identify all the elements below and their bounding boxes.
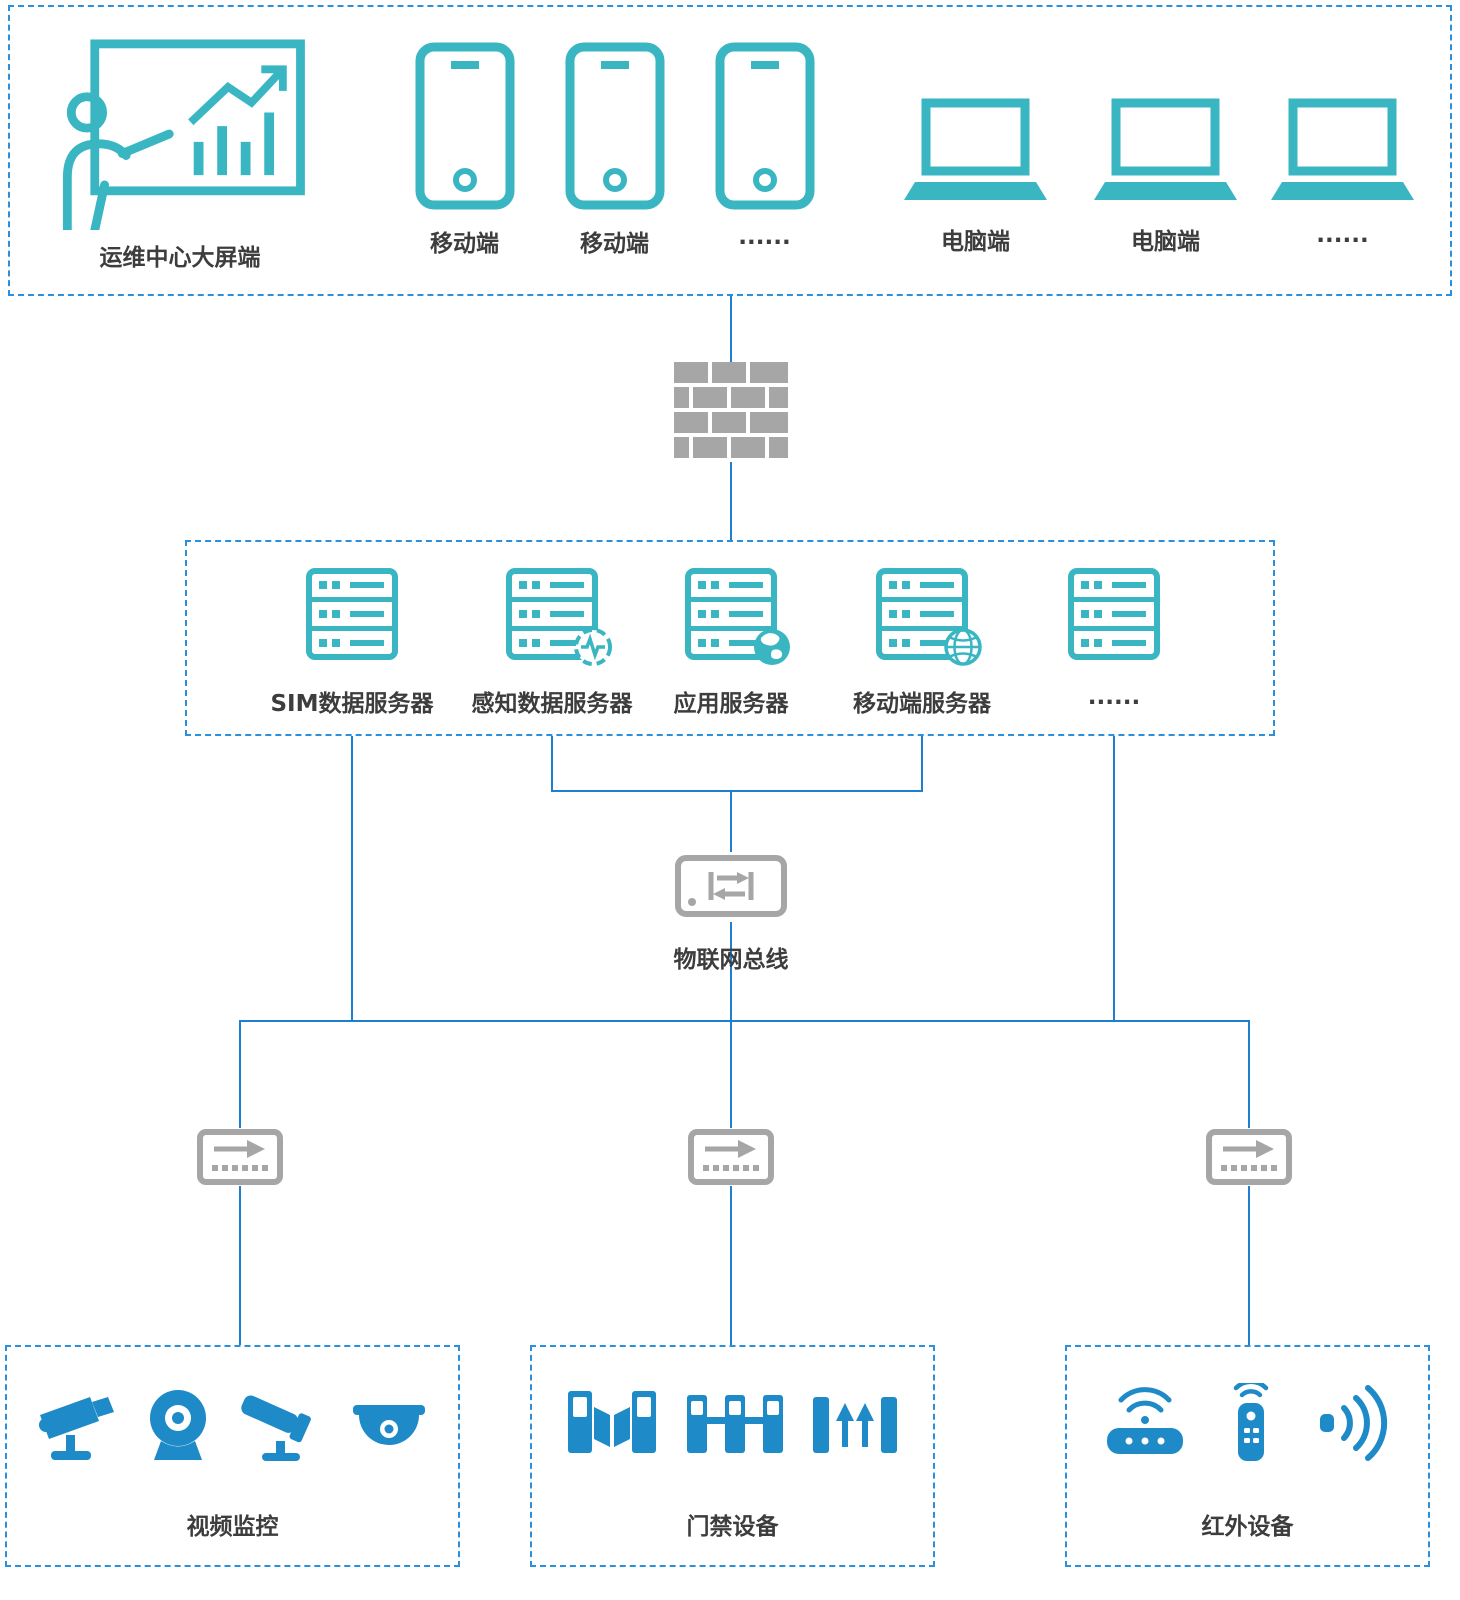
connector [730, 462, 732, 540]
access-zone-label: 门禁设备 [686, 1514, 779, 1540]
device-label: 电脑端 [1131, 229, 1200, 255]
video-icons-row [15, 1383, 450, 1465]
server-node-mobile: 移动端服务器 [822, 568, 1022, 718]
server-label: 感知数据服务器 [471, 691, 633, 717]
server-icon [876, 568, 968, 660]
server-label: SIM数据服务器 [270, 691, 434, 717]
ellipsis-label: ...... [1316, 222, 1369, 248]
server-label: 应用服务器 [673, 691, 789, 717]
remote-control-icon [1233, 1383, 1268, 1461]
connector [921, 736, 923, 792]
phone-icon [415, 42, 514, 210]
gateway-switch-left [197, 1128, 283, 1186]
connector [239, 1020, 1250, 1022]
server-icon [1068, 568, 1160, 660]
access-icons-row [540, 1383, 925, 1461]
connector [1248, 1020, 1250, 1128]
globe-grid-badge-icon [944, 628, 982, 666]
server-icon [506, 568, 598, 660]
video-zone: 视频监控 [5, 1345, 460, 1567]
phone-node: 移动端 [402, 42, 527, 258]
server-label: 移动端服务器 [853, 691, 991, 717]
phone-icon [565, 42, 664, 210]
connector [351, 736, 353, 1022]
iot-bus-icon [675, 855, 787, 917]
phone-node: ...... [702, 42, 827, 250]
client-zone [8, 5, 1452, 296]
big-screen-node: 运维中心大屏端 [40, 38, 320, 272]
iot-bus-node: 物联网总线 [656, 850, 806, 974]
swing-gate-icon [568, 1391, 657, 1453]
laptop-node: ...... [1270, 98, 1415, 248]
server-node-app: 应用服务器 [631, 568, 831, 718]
gateway-switch-middle [688, 1128, 774, 1186]
connector [730, 922, 732, 1022]
pulse-badge-icon [574, 628, 612, 666]
switch-icon [688, 1129, 774, 1185]
laptop-icon [904, 98, 1047, 200]
device-label: 电脑端 [941, 229, 1010, 255]
ptz-camera-icon [39, 1397, 114, 1460]
flap-barrier-icon [812, 1397, 897, 1453]
wifi-router-icon [1107, 1387, 1184, 1454]
server-icon [306, 568, 398, 660]
connector [551, 736, 553, 792]
big-screen-icon [62, 39, 305, 230]
video-zone-label: 视频监控 [186, 1514, 279, 1540]
device-label: 运维中心大屏端 [99, 245, 261, 271]
laptop-icon [1271, 98, 1414, 200]
phone-node: 移动端 [552, 42, 677, 258]
ir-beam-icon [1319, 1385, 1387, 1461]
laptop-icon [1094, 98, 1237, 200]
device-label: 移动端 [580, 231, 649, 257]
connector [1248, 1186, 1250, 1345]
server-zone [185, 540, 1275, 736]
firewall-node [674, 362, 788, 462]
dome-camera-icon [353, 1405, 425, 1445]
connector [551, 790, 923, 792]
infrared-zone: 红外设备 [1065, 1345, 1430, 1567]
switch-icon [197, 1129, 283, 1185]
firewall-icon [674, 362, 788, 458]
infrared-icons-row [1075, 1383, 1420, 1463]
connector [239, 1186, 241, 1345]
globe-badge-icon [754, 629, 790, 665]
connector [730, 296, 732, 362]
connector [730, 790, 732, 852]
connector [730, 1020, 732, 1128]
device-label: 移动端 [430, 231, 499, 257]
gateway-switch-right [1206, 1128, 1292, 1186]
ellipsis-label: ...... [738, 224, 791, 250]
webcam-icon [150, 1390, 206, 1460]
turnstile-icon [686, 1395, 783, 1453]
server-node-more: ...... [1014, 568, 1214, 710]
access-zone: 门禁设备 [530, 1345, 935, 1567]
server-node-sim: SIM数据服务器 [252, 568, 452, 718]
phone-icon [715, 42, 814, 210]
connector [730, 1186, 732, 1345]
infrared-zone-label: 红外设备 [1201, 1514, 1294, 1540]
ellipsis-label: ...... [1087, 684, 1141, 710]
connector [1113, 736, 1115, 1022]
laptop-node: 电脑端 [1088, 98, 1243, 256]
iot-bus-label: 物联网总线 [673, 947, 789, 973]
laptop-node: 电脑端 [898, 98, 1053, 256]
connector [239, 1020, 241, 1128]
bullet-camera-icon [241, 1395, 311, 1461]
server-node-sensor: 感知数据服务器 [452, 568, 652, 718]
switch-icon [1206, 1129, 1292, 1185]
server-icon [685, 568, 777, 660]
